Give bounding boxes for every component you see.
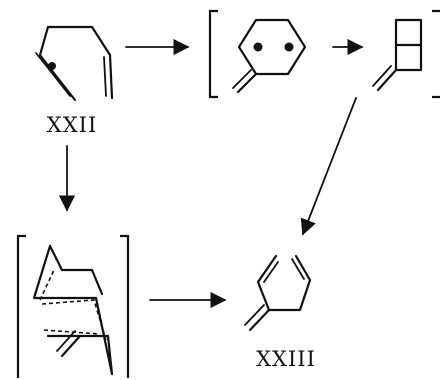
- transition-state: [16, 234, 130, 378]
- bicyclic-intermediate: [372, 9, 440, 99]
- ts-right-bracket: [120, 234, 130, 378]
- right-bracket: [432, 9, 440, 99]
- left-bracket: [208, 9, 218, 99]
- compound-xxiii-label: XXIII: [256, 347, 316, 371]
- compound-xxii-label: XXII: [47, 113, 98, 137]
- compound-xxiii-structure: [244, 254, 312, 332]
- compound-xxii-structure: [35, 25, 114, 102]
- ts-left-bracket: [16, 234, 26, 378]
- arrow-bicyclic-to-product: [300, 97, 357, 236]
- diradical-intermediate: [208, 9, 307, 99]
- radical-dot: [48, 62, 56, 70]
- radical-dot-2: [284, 42, 294, 52]
- radical-dot-1: [253, 42, 263, 52]
